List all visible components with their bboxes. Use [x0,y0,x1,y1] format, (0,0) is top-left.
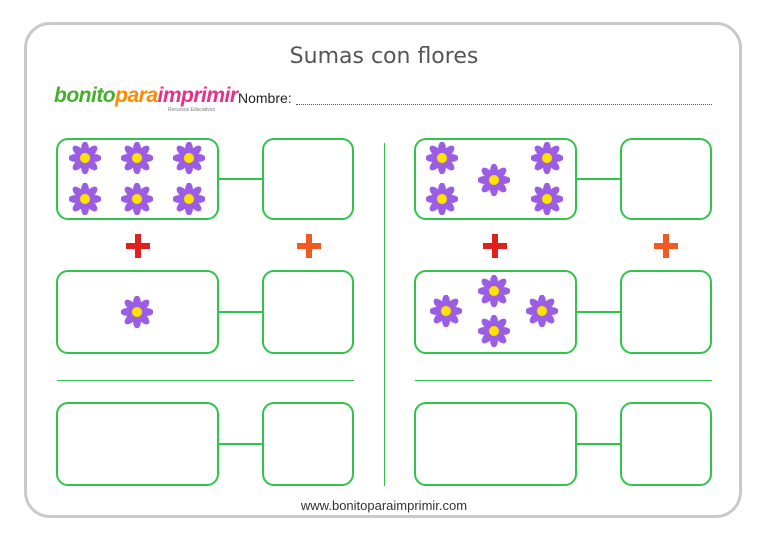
left-result-box[interactable] [56,402,219,486]
plus-sign-icon [297,234,321,258]
left-result-connector [219,443,264,445]
left-result-answer-box[interactable] [262,402,354,486]
flower-icon [530,182,564,216]
center-divider [384,143,385,486]
name-label: Nombre: [238,90,292,106]
flower-icon [425,141,459,175]
flower-icon [68,141,102,175]
logo-part-bonito: bonito [54,84,116,107]
right-divider-line [415,380,712,381]
flower-icon [120,141,154,175]
plus-sign-icon [483,234,507,258]
flower-icon [530,141,564,175]
flower-icon [120,295,154,329]
flower-icon [525,294,559,328]
flower-icon [68,182,102,216]
logo: bonitoparaimprimir [54,84,238,108]
plus-sign-icon [654,234,678,258]
right-bottom-answer-box[interactable] [620,270,712,354]
right-top-connector [577,178,622,180]
page-title: Sumas con flores [289,44,479,69]
flower-icon [429,294,463,328]
left-bottom-connector [219,311,264,313]
right-result-answer-box[interactable] [620,402,712,486]
plus-sign-icon [126,234,150,258]
right-bottom-connector [577,311,622,313]
right-result-box[interactable] [414,402,577,486]
name-field-line[interactable] [296,104,712,105]
logo-part-imprimir: imprimir [157,84,239,107]
left-top-answer-box[interactable] [262,138,354,220]
flower-icon [425,182,459,216]
flower-icon [477,274,511,308]
left-top-connector [219,178,264,180]
flower-icon [477,163,511,197]
left-bottom-answer-box[interactable] [262,270,354,354]
flower-icon [477,314,511,348]
right-result-connector [577,443,622,445]
footer-url: www.bonitoparaimprimir.com [300,498,468,513]
right-top-answer-box[interactable] [620,138,712,220]
logo-tagline: Recursos Educativos [168,107,215,113]
flower-icon [172,182,206,216]
flower-icon [172,141,206,175]
logo-part-para: para [115,84,158,107]
flower-icon [120,182,154,216]
left-divider-line [57,380,354,381]
